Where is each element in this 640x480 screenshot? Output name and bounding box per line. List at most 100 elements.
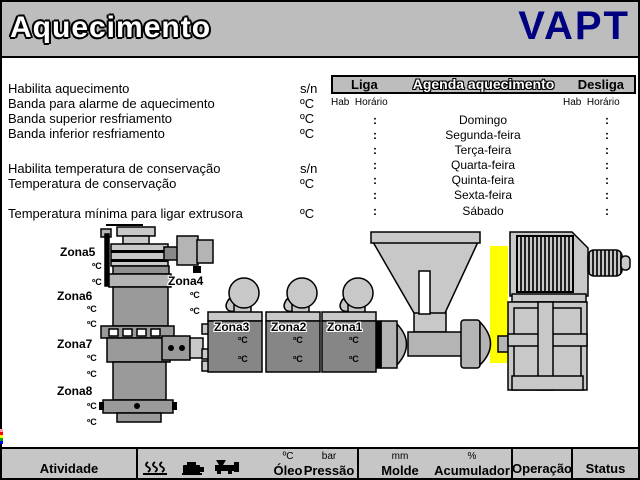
time-on-field[interactable]: : (373, 188, 377, 202)
coupling (460, 319, 481, 369)
zone8-temp-2: ºC (87, 417, 97, 427)
molde-unit: mm (391, 451, 409, 462)
acumulador-label: Acumulador (434, 463, 510, 478)
molde-indicator: mm Molde (365, 451, 435, 478)
agenda-day-row: : Domingo : (331, 113, 635, 127)
time-off-field[interactable]: : (605, 204, 609, 218)
param-label: Banda inferior resfriamento (8, 126, 165, 141)
head-stripe (111, 250, 168, 253)
time-off-field[interactable]: : (605, 143, 609, 157)
page-title: Aquecimento (10, 11, 212, 44)
param-unit: s/n (300, 81, 318, 96)
zone5-label: Zona5 (60, 245, 96, 259)
agenda-subhead-left: Hab Horário (331, 97, 388, 108)
zone6-temp-1: ºC (87, 304, 97, 314)
bolt-slot (136, 328, 147, 337)
param-label: Temperatura de conservação (8, 176, 177, 191)
blower-fan (286, 277, 318, 309)
outlet-spacer (189, 337, 204, 359)
param-unit: ºC (300, 111, 315, 126)
agenda-day-row: : Segunda-feira : (331, 128, 635, 142)
barrel-zone-box (207, 320, 263, 373)
day-label: Quinta-feira (451, 173, 515, 187)
hab-label: Hab (331, 97, 350, 108)
time-off-field[interactable]: : (605, 188, 609, 202)
agenda-header: Liga Agenda aquecimento Desliga (331, 75, 636, 94)
valve-port (193, 266, 201, 273)
status-button[interactable]: Status (573, 449, 638, 480)
zone6-label: Zona6 (57, 289, 93, 303)
time-on-field[interactable]: : (373, 173, 377, 187)
motor-base-plate (511, 293, 587, 303)
time-off-field[interactable]: : (605, 173, 609, 187)
param-row: Banda para alarme de aquecimento ºC (8, 96, 320, 111)
zone7-temp-2: ºC (87, 369, 97, 379)
time-on-field[interactable]: : (373, 128, 377, 142)
heater-icon (143, 461, 167, 475)
atividade-button[interactable]: Atividade (2, 449, 138, 480)
flange-tab (99, 402, 104, 410)
agenda-subhead-right: Hab Horário (563, 97, 620, 108)
param-label: Temperatura mínima para ligar extrusora (8, 206, 243, 221)
oleo-label: Óleo (273, 463, 303, 478)
time-off-field[interactable]: : (605, 158, 609, 172)
entry-underline[interactable] (106, 224, 143, 226)
param-label: Habilita aquecimento (8, 81, 130, 96)
param-label: Banda para alarme de aquecimento (8, 96, 215, 111)
footer-bar: Atividade ºC (2, 447, 638, 480)
time-off-field[interactable]: : (605, 128, 609, 142)
day-label: Sábado (462, 204, 504, 218)
horario-label: Horário (586, 97, 620, 108)
accumulator-head (110, 243, 169, 267)
bolt-slot (122, 328, 133, 337)
accumulator-lower-body (112, 361, 167, 401)
zone8-temp-1: ºC (87, 401, 97, 411)
time-on-field[interactable]: : (373, 204, 377, 218)
param-row: Habilita temperatura de conservação s/n (8, 161, 320, 176)
day-label: Terça-feira (454, 143, 512, 157)
oleo-unit: ºC (282, 451, 294, 462)
time-on-field[interactable]: : (373, 158, 377, 172)
zone7-label: Zona7 (57, 337, 93, 351)
bolt (179, 345, 185, 351)
oleo-pressao-button[interactable]: ºC Óleo bar Pressão (138, 449, 359, 480)
outlet-coupling (161, 335, 191, 361)
time-on-field[interactable]: : (373, 143, 377, 157)
zone8-label: Zona8 (57, 384, 93, 398)
agenda-day-row: : Terça-feira : (331, 143, 635, 157)
day-label: Segunda-feira (445, 128, 521, 142)
valve-block (196, 239, 214, 264)
day-label: Domingo (458, 113, 508, 127)
accumulator-top-cap (116, 226, 156, 237)
param-row: Habilita aquecimento s/n (8, 81, 320, 96)
accumulator-body (112, 286, 169, 327)
extruder-icon (215, 460, 239, 474)
molde-acumulador-button[interactable]: mm Molde % Acumulador (359, 449, 513, 480)
bolt-slot (150, 328, 161, 337)
molde-label: Molde (381, 463, 419, 478)
coupling (380, 320, 398, 369)
time-off-field[interactable]: : (605, 113, 609, 127)
extruder-machine-diagram (99, 226, 631, 423)
hopper-rim (370, 231, 481, 244)
operacao-button[interactable]: Operação (512, 449, 573, 480)
zone1-temp-2: ºC (349, 354, 359, 364)
vapt-logo: VAPT (518, 4, 630, 48)
belt-guard-yellow (490, 246, 508, 363)
param-unit: ºC (300, 176, 315, 191)
horario-label: Horário (354, 97, 388, 108)
agenda-day-row: : Quinta-feira : (331, 173, 635, 187)
param-label: Banda superior resfriamento (8, 111, 173, 126)
blower-fan (228, 277, 260, 309)
pressao-label: Pressão (303, 463, 355, 478)
accumulator-ring (112, 265, 170, 275)
time-on-field[interactable]: : (373, 113, 377, 127)
atividade-label: Atividade (39, 461, 99, 476)
zone3-temp-2: ºC (238, 354, 248, 364)
extruder-motor-icon (182, 462, 204, 475)
param-unit: ºC (300, 206, 315, 221)
zone5-temp-2: ºC (92, 277, 102, 287)
agenda-on-label: Liga (351, 77, 378, 92)
param-row: Temperatura mínima para ligar extrusora … (8, 206, 320, 221)
